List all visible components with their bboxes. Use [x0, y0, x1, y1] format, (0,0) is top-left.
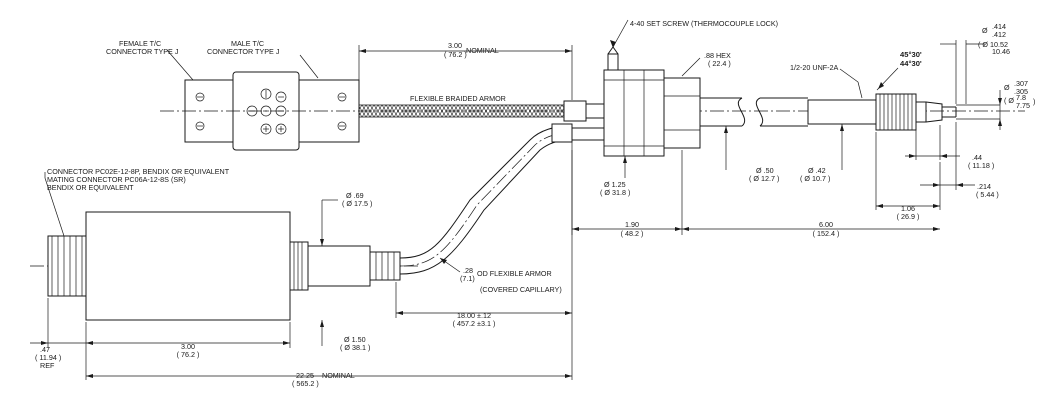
- dim-28-mm: (7.1): [460, 274, 475, 283]
- dia-307: .307: [1014, 79, 1028, 88]
- set-screw-label: 4-40 SET SCREW (THERMOCOUPLE LOCK): [630, 19, 778, 28]
- dim-28: .28: [463, 266, 473, 275]
- dim-69: Ø .69: [346, 191, 364, 200]
- hex-label: .88 HEX: [704, 51, 731, 60]
- dim-125: Ø 1.25: [604, 180, 626, 189]
- dim-42: Ø .42: [808, 166, 826, 175]
- connector-line-2: MATING CONNECTOR PC06A-12-8S (SR): [47, 175, 186, 184]
- dia-414: .414: [992, 22, 1006, 31]
- ref-label: REF: [40, 361, 55, 370]
- sensor-stem: [700, 93, 957, 131]
- dim-69-mm: ( Ø 17.5 ): [342, 199, 372, 208]
- dim-2225-mm: ( 565.2 ): [292, 379, 319, 388]
- female-tc-type: CONNECTOR TYPE J: [106, 47, 179, 56]
- connector-line-3: BENDIX OR EQUIVALENT: [47, 183, 134, 192]
- dia-1046: 10.46: [992, 47, 1010, 56]
- female-tc-label: FEMALE T/C: [119, 39, 161, 48]
- flexible-armor: [399, 123, 605, 275]
- nominal-top-mm: ( 76.2 ): [444, 50, 467, 59]
- dim-214: .214: [977, 182, 991, 191]
- dim-106: 1.06: [901, 204, 915, 213]
- dim-50-mm: ( Ø 12.7 ): [749, 174, 779, 183]
- nominal-top-value: 3.00: [448, 41, 462, 50]
- dim-190: 1.90: [625, 220, 639, 229]
- bottom-dimensions: [30, 150, 573, 380]
- tc-connector-block: [166, 49, 360, 151]
- male-tc-type: CONNECTOR TYPE J: [207, 47, 280, 56]
- braided-armor: [358, 100, 605, 122]
- dim-50: Ø .50: [756, 166, 774, 175]
- dim-42-mm: ( Ø 10.7 ): [800, 174, 830, 183]
- dia-prefix-78: ( Ø: [1004, 96, 1014, 105]
- dim-47-mm: ( 11.94 ): [35, 353, 61, 362]
- annotation-text: FEMALE T/C CONNECTOR TYPE J MALE T/C CON…: [35, 19, 1035, 388]
- angle-45: 45°30': [900, 50, 922, 59]
- dim-2225: 22.25: [296, 371, 314, 380]
- dim-47: .47: [40, 345, 50, 354]
- connector-housing: [47, 211, 401, 321]
- hex-mm: ( 22.4 ): [708, 59, 731, 68]
- dim-150-mm: ( Ø 38.1 ): [340, 343, 370, 352]
- braided-armor-label: FLEXIBLE BRAIDED ARMOR: [410, 94, 506, 103]
- sensor-head: [603, 19, 701, 157]
- dia-305: .305: [1014, 87, 1028, 96]
- covered-capillary-label: (COVERED CAPILLARY): [480, 285, 562, 294]
- dia-78: 7.8: [1016, 93, 1026, 102]
- dia-775-close: ): [1033, 97, 1035, 106]
- dim-300-mm: ( 76.2 ): [177, 350, 200, 359]
- dim-150: Ø 1.50: [344, 335, 366, 344]
- top-dimensions: [358, 40, 1002, 235]
- dim-1800-mm: ( 457.2 ±3.1 ): [453, 319, 496, 328]
- male-tc-label: MALE T/C: [231, 39, 264, 48]
- dim-106-mm: ( 26.9 ): [897, 212, 920, 221]
- dim-600-mm: ( 152.4 ): [813, 229, 840, 238]
- dim-2225-word: NOMINAL: [322, 371, 355, 380]
- od-armor-label: OD FLEXIBLE ARMOR: [477, 269, 552, 278]
- dia-412: .412: [992, 30, 1006, 39]
- dia-prefix-414: Ø: [982, 26, 988, 35]
- dim-125-mm: ( Ø 31.8 ): [600, 188, 630, 197]
- dia-prefix-307: Ø: [1004, 83, 1010, 92]
- connector-line-1: CONNECTOR PC02E-12-8P, BENDIX OR EQUIVAL…: [47, 167, 230, 176]
- dim-1800: 18.00 ±.12: [457, 311, 491, 320]
- dia-775: 7.75: [1016, 101, 1030, 110]
- dim-300: 3.00: [181, 342, 195, 351]
- dim-44: .44: [972, 153, 982, 162]
- dim-44-mm: ( 11.18 ): [968, 161, 994, 170]
- dim-190-mm: ( 48.2 ): [621, 229, 644, 238]
- thread-label: 1/2-20 UNF-2A: [790, 63, 839, 72]
- dim-600: 6.00: [819, 220, 833, 229]
- dia-1052: ( Ø 10.52: [978, 40, 1008, 49]
- angle-44: 44°30': [900, 59, 922, 68]
- nominal-top-word: NOMINAL: [466, 46, 499, 55]
- dim-214-mm: ( 5.44 ): [976, 190, 999, 199]
